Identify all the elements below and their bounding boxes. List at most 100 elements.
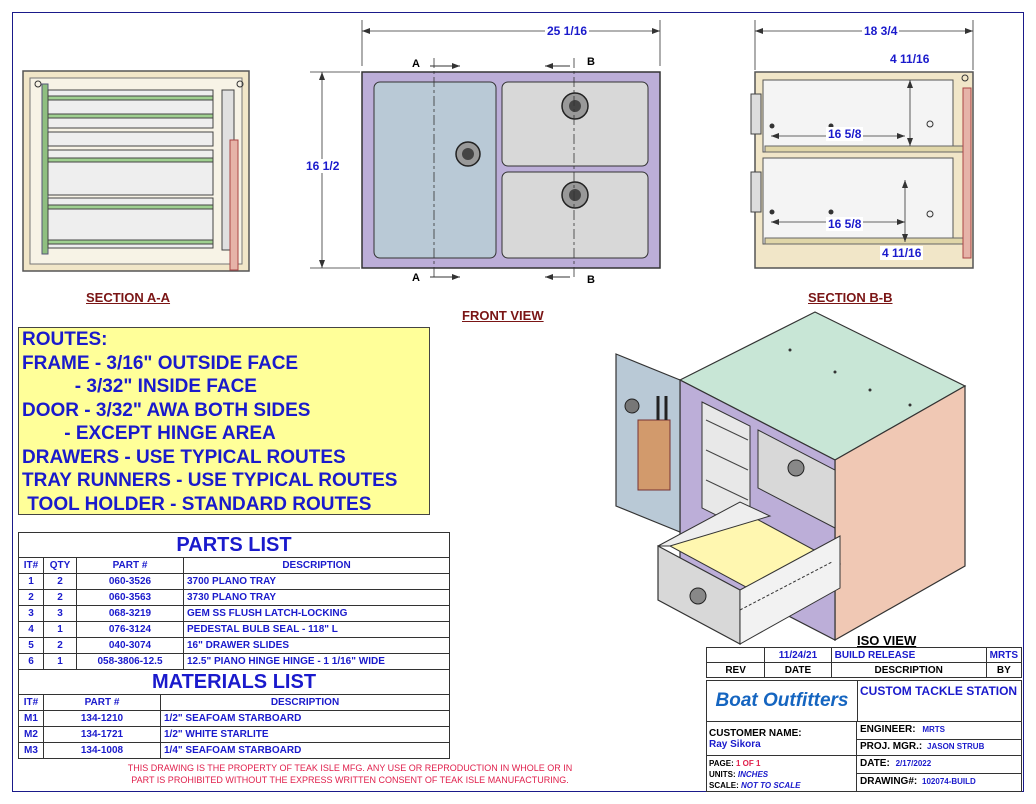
- parts-list: PARTS LIST IT# QTY PART # DESCRIPTION 1 …: [18, 532, 450, 670]
- table-cell: 1: [43, 653, 77, 670]
- section-a-a-drawing: [22, 70, 250, 272]
- iso-view-title: ISO VIEW: [857, 633, 917, 648]
- units-label: UNITS:: [709, 770, 736, 779]
- table-cell: 4: [18, 621, 44, 638]
- parts-header-row: IT# QTY PART # DESCRIPTION: [18, 557, 450, 574]
- revision-header-by: BY: [985, 662, 1023, 678]
- table-cell: PEDESTAL BULB SEAL - 118" L: [183, 621, 450, 638]
- routes-line: TRAY RUNNERS - USE TYPICAL ROUTES: [22, 470, 398, 491]
- table-cell: 134-1721: [43, 726, 161, 743]
- section-marker-a-bottom: A: [412, 272, 420, 284]
- table-row: M2 134-1721 1/2" WHITE STARLITE: [18, 726, 450, 743]
- customer-label: CUSTOMER NAME:: [709, 728, 802, 739]
- proj-mgr-value: JASON STRUB: [927, 742, 985, 751]
- revision-rev-cell: [705, 647, 766, 663]
- table-cell: 2: [43, 573, 77, 590]
- date-label: DATE:: [860, 758, 890, 769]
- units-value: INCHES: [737, 770, 769, 779]
- section-marker-b-bottom: B: [587, 274, 595, 286]
- table-cell: 5: [18, 637, 44, 654]
- table-cell: 3: [18, 605, 44, 622]
- revision-row: 11/24/21 BUILD RELEASE MRTS: [705, 647, 1023, 663]
- table-row: 3 3 068-3219 GEM SS FLUSH LATCH-LOCKING: [18, 605, 450, 622]
- routes-note: ROUTES: FRAME - 3/16" OUTSIDE FACE - 3/3…: [18, 327, 430, 515]
- table-cell: 3700 PLANO TRAY: [183, 573, 450, 590]
- drawer-height-top-dimension: 4 11/16: [888, 52, 932, 66]
- front-width-dimension: 25 1/16: [545, 24, 590, 38]
- routes-line: DRAWERS - USE TYPICAL ROUTES: [22, 446, 346, 468]
- revision-header-date: DATE: [764, 662, 832, 678]
- table-cell: 1: [18, 573, 44, 590]
- materials-list-title: MATERIALS LIST: [18, 670, 450, 694]
- table-cell: 2: [18, 589, 44, 606]
- parts-list-title: PARTS LIST: [18, 532, 450, 557]
- engineer-cell: ENGINEER: MRTS: [857, 721, 1021, 739]
- table-cell: 12.5" PIANO HINGE HINGE - 1 1/16" WIDE: [183, 653, 450, 670]
- table-cell: 16" DRAWER SLIDES: [183, 637, 450, 654]
- drawer-height-bottom-dimension: 4 11/16: [880, 246, 924, 260]
- table-cell: 6: [18, 653, 44, 670]
- table-cell: 1: [43, 621, 77, 638]
- table-row: 2 2 060-3563 3730 PLANO TRAY: [18, 589, 450, 606]
- materials-header-cell: PART #: [43, 694, 161, 711]
- proj-mgr-cell: PROJ. MGR.: JASON STRUB: [857, 739, 1021, 755]
- routes-line: TOOL HOLDER - STANDARD ROUTES: [22, 493, 372, 515]
- table-cell: 060-3526: [76, 573, 184, 590]
- front-view-title: FRONT VIEW: [462, 308, 544, 323]
- table-cell: 2: [43, 589, 77, 606]
- drawer-depth-top-dimension: 16 5/8: [826, 127, 864, 141]
- routes-line: FRAME - 3/16" OUTSIDE FACE: [22, 352, 299, 374]
- disclaimer: THIS DRAWING IS THE PROPERTY OF TEAK ISL…: [80, 762, 620, 786]
- section-b-b-drawing: [750, 20, 974, 269]
- scale-label: SCALE:: [709, 781, 739, 790]
- disclaimer-line: PART IS PROHIBITED WITHOUT THE EXPRESS W…: [131, 775, 569, 785]
- page-value: 1 OF 1: [735, 759, 761, 768]
- routes-line: - EXCEPT HINGE AREA: [22, 423, 276, 444]
- table-cell: 060-3563: [76, 589, 184, 606]
- parts-header-cell: DESCRIPTION: [183, 557, 450, 574]
- table-cell: 068-3219: [76, 605, 184, 622]
- revision-by-cell: MRTS: [985, 647, 1023, 663]
- table-cell: GEM SS FLUSH LATCH-LOCKING: [183, 605, 450, 622]
- table-cell: 058-3806-12.5: [76, 653, 184, 670]
- materials-header-row: IT# PART # DESCRIPTION: [18, 694, 450, 711]
- parts-header-cell: QTY: [43, 557, 77, 574]
- materials-header-cell: IT#: [18, 694, 44, 711]
- table-row: M1 134-1210 1/2" SEAFOAM STARBOARD: [18, 710, 450, 727]
- table-cell: M2: [18, 726, 44, 743]
- table-row: 6 1 058-3806-12.5 12.5" PIANO HINGE HING…: [18, 653, 450, 670]
- table-row: 5 2 040-3074 16" DRAWER SLIDES: [18, 637, 450, 654]
- section-marker-a-top: A: [412, 58, 420, 70]
- table-cell: M3: [18, 742, 44, 759]
- revision-block: 11/24/21 BUILD RELEASE MRTS REV DATE DES…: [705, 647, 1023, 678]
- drawing-value: 102074-BUILD: [922, 777, 976, 786]
- table-cell: M1: [18, 710, 44, 727]
- drawing-border: [12, 12, 1024, 792]
- table-cell: 2: [43, 637, 77, 654]
- table-cell: 076-3124: [76, 621, 184, 638]
- project-title: CUSTOM TACKLE STATION: [860, 684, 1018, 698]
- routes-line: - 3/32" INSIDE FACE: [22, 376, 257, 397]
- section-marker-b-top: B: [587, 56, 595, 68]
- side-width-dimension: 18 3/4: [862, 24, 900, 38]
- disclaimer-line: THIS DRAWING IS THE PROPERTY OF TEAK ISL…: [127, 763, 573, 773]
- table-row: 1 2 060-3526 3700 PLANO TRAY: [18, 573, 450, 590]
- section-a-title: SECTION A-A: [86, 290, 171, 305]
- drawing-number-cell: DRAWING#: 102074-BUILD: [857, 773, 1021, 791]
- iso-view-drawing: [615, 311, 967, 646]
- date-value: 2/17/2022: [895, 759, 932, 768]
- title-block: Boat Outfitters CUSTOM TACKLE STATION CU…: [706, 680, 1022, 792]
- materials-header-cell: DESCRIPTION: [160, 694, 450, 711]
- routes-line: DOOR - 3/32" AWA BOTH SIDES: [22, 399, 311, 421]
- company-logo: Boat Outfitters: [707, 681, 858, 721]
- revision-header-rev: REV: [705, 662, 766, 678]
- routes-line: ROUTES:: [22, 329, 108, 350]
- revision-header-description: DESCRIPTION: [830, 662, 987, 678]
- table-cell: 040-3074: [76, 637, 184, 654]
- page-label: PAGE:: [709, 759, 734, 768]
- front-view-drawing: [310, 20, 661, 280]
- scale-value: NOT TO SCALE: [741, 781, 801, 790]
- customer-cell: CUSTOMER NAME: Ray Sikora: [707, 721, 857, 755]
- front-height-dimension: 16 1/2: [304, 159, 342, 173]
- materials-list: MATERIALS LIST IT# PART # DESCRIPTION M1…: [18, 670, 450, 759]
